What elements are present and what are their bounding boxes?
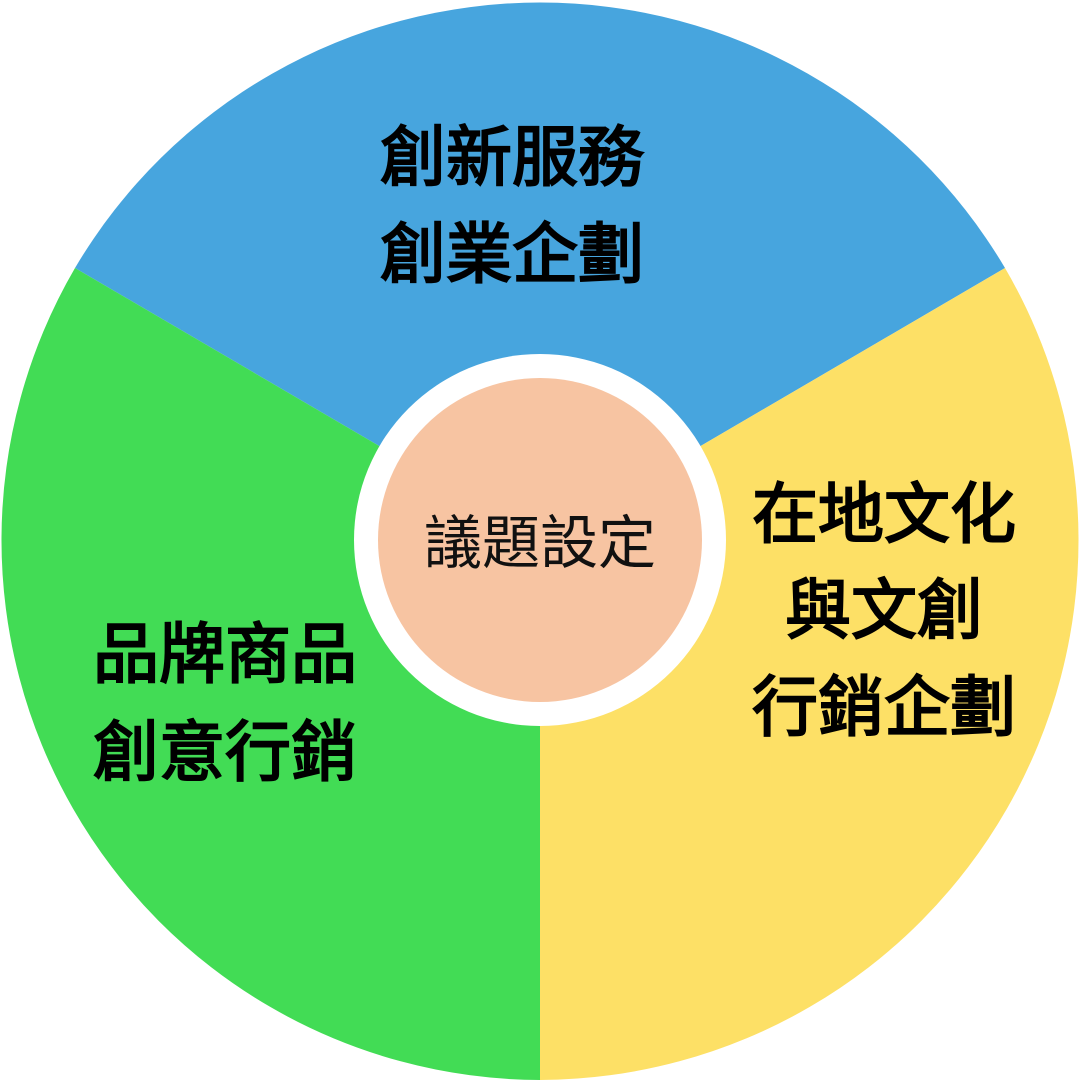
- segment-top-line-1: 創新服務: [380, 119, 645, 196]
- center-circle: [378, 378, 702, 702]
- segment-left-line-1: 品牌商品: [93, 616, 357, 693]
- segment-top-line-2: 創業企劃: [380, 216, 644, 293]
- segment-right-line-2: 與文創: [785, 572, 983, 649]
- segment-right-line-3: 行銷企劃: [752, 669, 1016, 746]
- center-label: 議題設定: [424, 509, 656, 577]
- segment-innovation-service: [75, 2, 1005, 541]
- segment-left-line-2: 創意行銷: [93, 714, 357, 791]
- segment-right-line-1: 在地文化: [752, 476, 1016, 553]
